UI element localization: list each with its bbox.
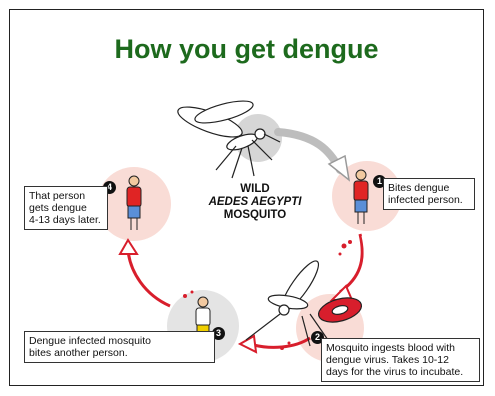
step-3-line: Dengue infected mosquito [29, 335, 210, 347]
step-2-line: Mosquito ingests blood with [326, 342, 475, 354]
arrow-red-3-to-4 [128, 250, 170, 306]
step-2-caption: Mosquito ingests blood with dengue virus… [321, 338, 480, 382]
mosquito-wild-icon [175, 97, 280, 178]
step-1-caption: Bites dengue infected person. [383, 178, 475, 210]
center-label-line3: MOSQUITO [175, 209, 335, 222]
step-1-line: infected person. [388, 194, 470, 206]
step-4-line: gets dengue [29, 202, 103, 214]
step-3-line: bites another person. [29, 347, 210, 359]
center-label: WILD AEDES AEGYPTI MOSQUITO [175, 183, 335, 222]
diagram-frame: How you get dengue WILD AEDES AEGYPTI MO… [9, 9, 484, 386]
step-1-line: Bites dengue [388, 182, 470, 194]
step-3-caption: Dengue infected mosquito bites another p… [24, 331, 215, 363]
step-4-caption: That person gets dengue 4-13 days later. [24, 186, 108, 230]
step-2-line: days for the virus to incubate. [326, 366, 475, 378]
step-4-line: That person [29, 190, 103, 202]
center-label-line1: WILD [175, 183, 335, 196]
page-title: How you get dengue [10, 34, 483, 65]
center-label-line2: AEDES AEGYPTI [175, 196, 335, 209]
step-4-line: 4-13 days later. [29, 214, 103, 226]
step-2-line: dengue virus. Takes 10-12 [326, 354, 475, 366]
